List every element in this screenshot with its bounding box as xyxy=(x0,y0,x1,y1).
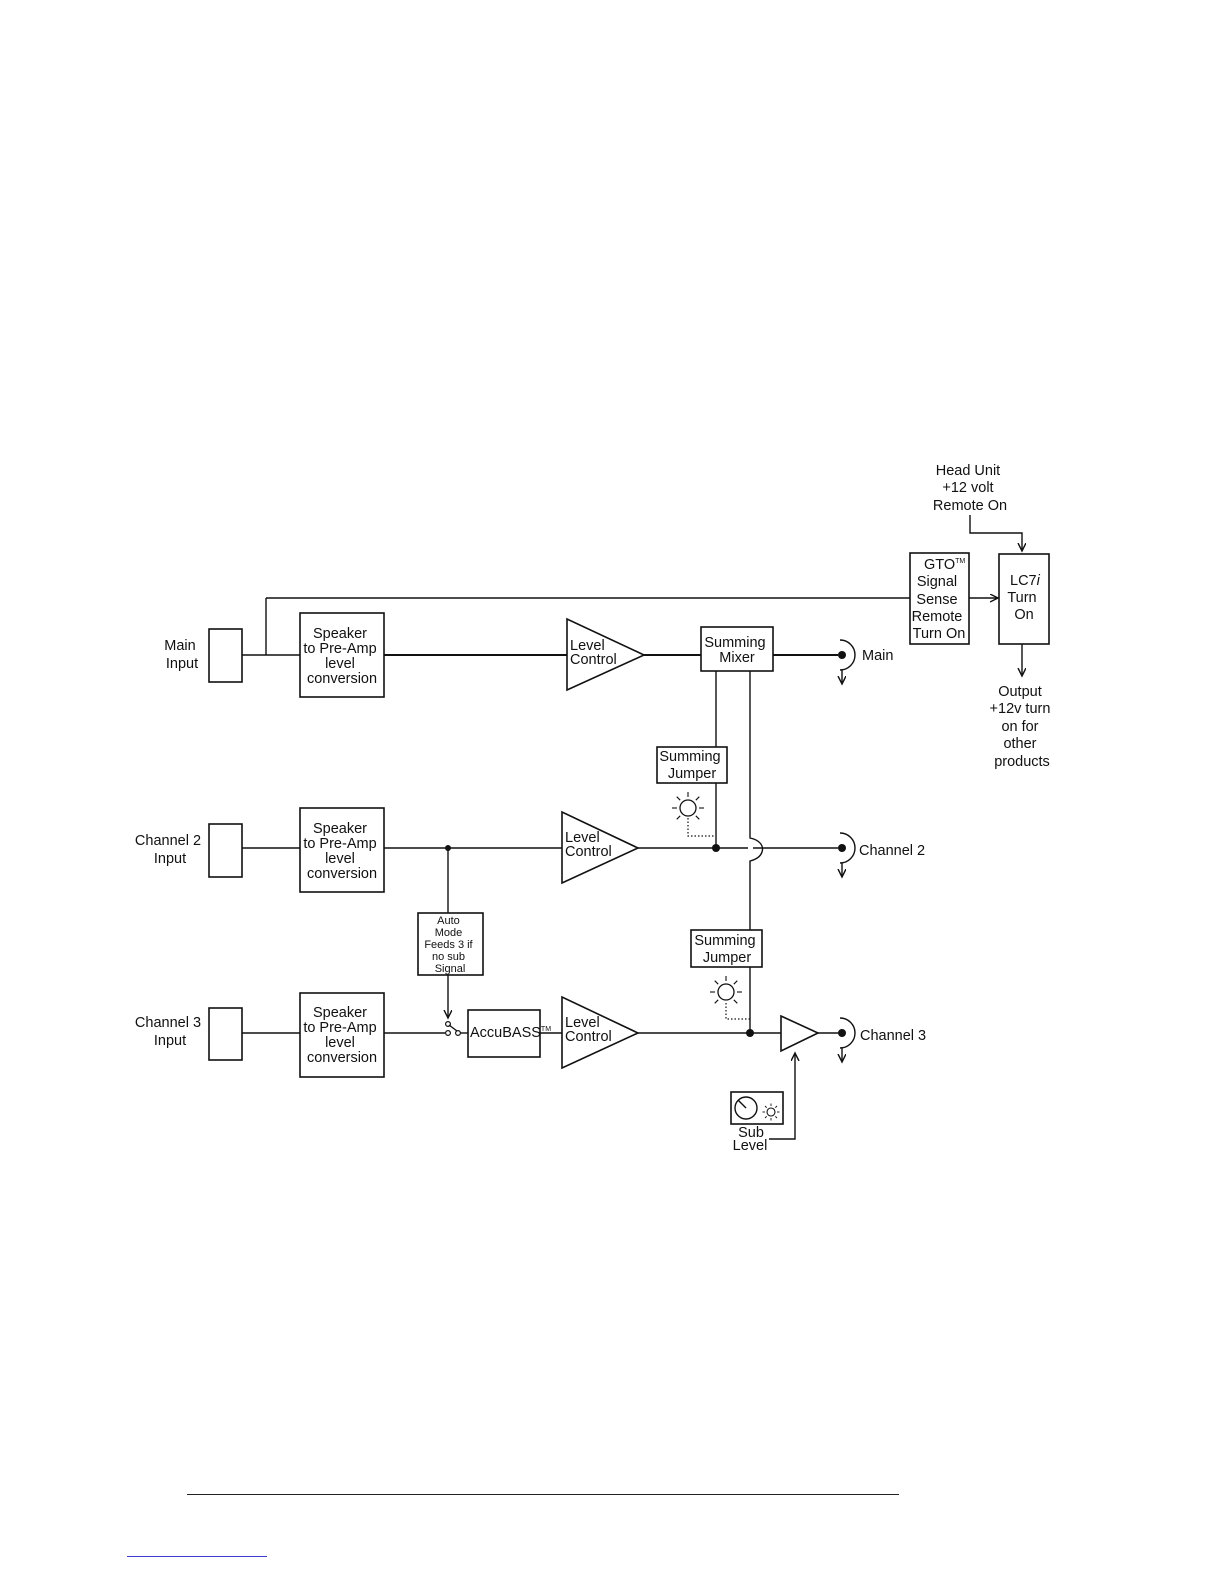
svg-text:GTOTM: GTOTM xyxy=(924,557,965,573)
ch2-output-jack xyxy=(838,832,856,877)
led-indicator-icon xyxy=(672,792,704,820)
svg-text:Speaker to Pre-Amp: Speaker to Pre-Amp level conversion xyxy=(303,1005,380,1066)
summing-mixer: Summing Mixer xyxy=(700,626,774,672)
ch3-output-label: Channel 3 xyxy=(860,1028,926,1044)
svg-text:LC7i: LC7i xyxy=(1010,573,1041,589)
main-input-label: Main Input xyxy=(164,638,199,672)
junction-dot xyxy=(445,845,451,851)
led-indicator-icon xyxy=(710,976,742,1004)
sub-level-label: Sub Level xyxy=(733,1125,768,1154)
ch3-conversion-block: Speaker to Pre-Amp level conversion xyxy=(299,992,385,1078)
junction-dot xyxy=(712,844,720,852)
ch3-level-control: Level Control xyxy=(561,995,640,1070)
summing-jumper-ch2: Summing Jumper xyxy=(656,746,728,784)
svg-text:Summing Mixer: Summing Mixer xyxy=(704,635,769,666)
ch2-input-label: Channel 2 Input xyxy=(135,833,205,867)
head-unit-label: Head Unit +12 volt Remote On xyxy=(933,463,1007,514)
summing-jumper-ch3: Summing Jumper xyxy=(690,929,763,968)
footer-link-underline[interactable] xyxy=(127,1556,267,1557)
svg-text:AccuBASSTM: AccuBASSTM xyxy=(470,1025,551,1041)
main-output-label: Main xyxy=(862,648,893,664)
sub-level-control[interactable] xyxy=(730,1091,784,1125)
auto-mode-block: Auto Mode Feeds 3 if no sub Signal xyxy=(417,912,484,976)
ch3-input-connector xyxy=(208,1007,243,1061)
auto-mode-switch-icon xyxy=(445,1020,462,1036)
ch2-conversion-block: Speaker to Pre-Amp level conversion xyxy=(299,807,385,893)
main-level-control: Level Control xyxy=(566,617,646,692)
ch3-output-jack xyxy=(838,1017,856,1062)
svg-text:Auto Mode Feeds 3: Auto Mode Feeds 3 if no sub Signal xyxy=(424,915,475,975)
main-conversion-block: Speaker to Pre-Amp level conversion xyxy=(299,612,385,698)
gto-signal-sense-block: GTOTM Signal Sense Remote Turn On xyxy=(909,552,970,645)
svg-text:Level Control: Level Control xyxy=(565,1015,612,1045)
svg-text:Speaker to Pre-Amp: Speaker to Pre-Amp level conversion xyxy=(303,626,380,687)
svg-text:Level Control: Level Control xyxy=(565,830,612,860)
svg-text:Level Control: Level Control xyxy=(570,638,617,668)
accubass-block: AccuBASSTM xyxy=(467,1009,551,1058)
svg-text:Summing Jumper: Summing Jumper xyxy=(659,749,724,782)
svg-text:Turn On: Turn On xyxy=(1007,590,1040,623)
ch2-input-connector xyxy=(208,823,243,878)
output-note-label: Output +12v turn on for other products xyxy=(990,684,1055,770)
ch2-output-label: Channel 2 xyxy=(859,843,925,859)
junction-dot xyxy=(746,1029,754,1037)
lc7i-turn-on-block: LC7i Turn On xyxy=(998,553,1050,645)
sub-amplifier xyxy=(780,1014,820,1053)
main-input-connector xyxy=(208,628,243,683)
main-output-jack xyxy=(838,639,856,684)
svg-text:Speaker to Pre-Amp: Speaker to Pre-Amp level conversion xyxy=(303,821,380,882)
svg-text:Signal Sense Remot: Signal Sense Remote Turn On xyxy=(912,574,967,642)
sun-icon xyxy=(762,1103,780,1121)
ch3-input-label: Channel 3 Input xyxy=(135,1015,205,1049)
ch2-level-control: Level Control xyxy=(561,810,640,885)
svg-text:Summing Jumper: Summing Jumper xyxy=(694,933,759,966)
footer-rule xyxy=(187,1494,899,1495)
